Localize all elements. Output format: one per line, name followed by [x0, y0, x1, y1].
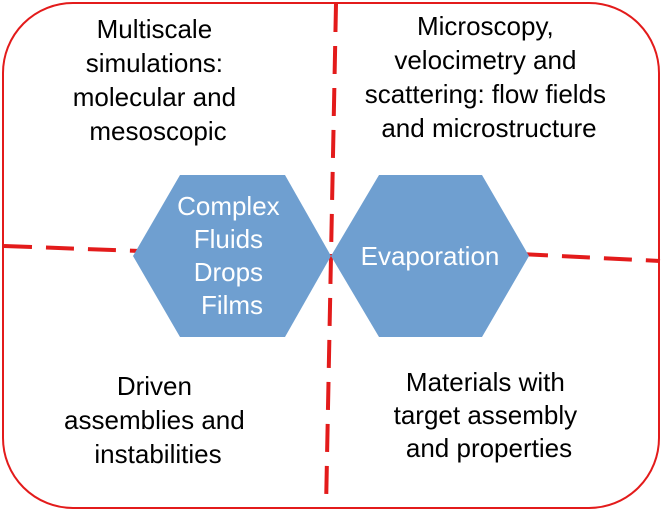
- quadrant-top-left-line: molecular and: [73, 82, 236, 112]
- horizontal-divider-right: [519, 252, 661, 263]
- hexagon-left-line: Drops: [194, 257, 263, 287]
- hexagon-evaporation: [331, 175, 529, 337]
- quadrant-bottom-right-text: Materials with target assembly and prope…: [394, 367, 585, 463]
- quadrant-bottom-right-line: target assembly: [394, 400, 578, 430]
- quadrant-top-right-text: Microscopy, velocimetry and scattering: …: [365, 11, 614, 143]
- quadrant-bottom-right-line: Materials with: [406, 367, 565, 397]
- quadrant-bottom-left-line: instabilities: [94, 439, 221, 469]
- hexagon-right-label: Evaporation: [361, 241, 500, 271]
- quadrant-top-left-line: Multiscale: [97, 14, 213, 44]
- hexagon-left-line: Films: [201, 290, 263, 320]
- quadrant-bottom-left-text: Driven assemblies and instabilities: [64, 371, 252, 469]
- quadrant-top-right-line: and microstructure: [381, 113, 596, 143]
- hexagon-left-line: Fluids: [194, 224, 263, 254]
- hexagon-right-line: Evaporation: [361, 241, 500, 271]
- quadrant-top-left-line: simulations:: [86, 48, 223, 78]
- quadrant-top-right-line: Microscopy,: [417, 11, 554, 41]
- quadrant-bottom-left-line: assemblies and: [64, 405, 245, 435]
- quadrant-top-right-line: velocimetry and: [394, 45, 576, 75]
- quadrant-top-right-line: scattering: flow fields: [365, 79, 606, 109]
- hexagon-left-label: Complex Fluids Drops Films: [177, 191, 287, 320]
- quadrant-top-left-line: mesoscopic: [89, 116, 226, 146]
- horizontal-divider-left: [3, 244, 141, 253]
- hexagon-left-line: Complex: [177, 191, 280, 221]
- quadrant-bottom-left-line: Driven: [117, 371, 192, 401]
- hexagon-complex-fluids: [133, 175, 331, 337]
- quadrant-top-left-text: Multiscale simulations: molecular and me…: [73, 14, 244, 146]
- quadrant-bottom-right-line: and properties: [406, 433, 572, 463]
